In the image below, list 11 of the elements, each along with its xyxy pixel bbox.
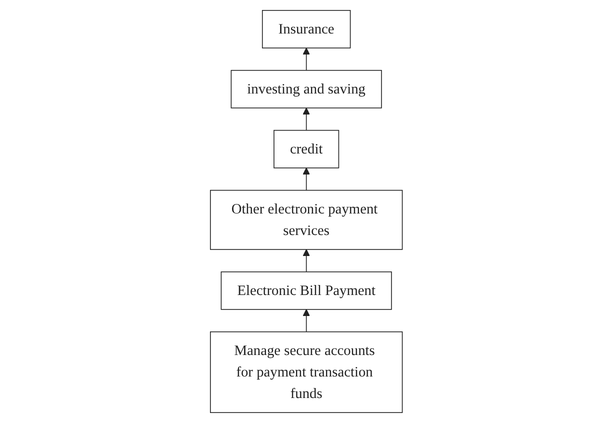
arrow: [302, 168, 310, 191]
node-box: investing and saving: [230, 70, 382, 108]
node-box: Electronic Bill Payment: [220, 271, 392, 310]
node-box: Insurance: [262, 10, 350, 48]
arrow: [302, 309, 310, 332]
arrow: [302, 108, 310, 131]
arrow: [302, 48, 310, 71]
node-box: credit: [273, 130, 339, 168]
node-box: Manage secure accounts for payment transaction funds: [210, 331, 402, 413]
node-box: Other electronic payment services: [210, 190, 402, 250]
arrow: [302, 249, 310, 272]
